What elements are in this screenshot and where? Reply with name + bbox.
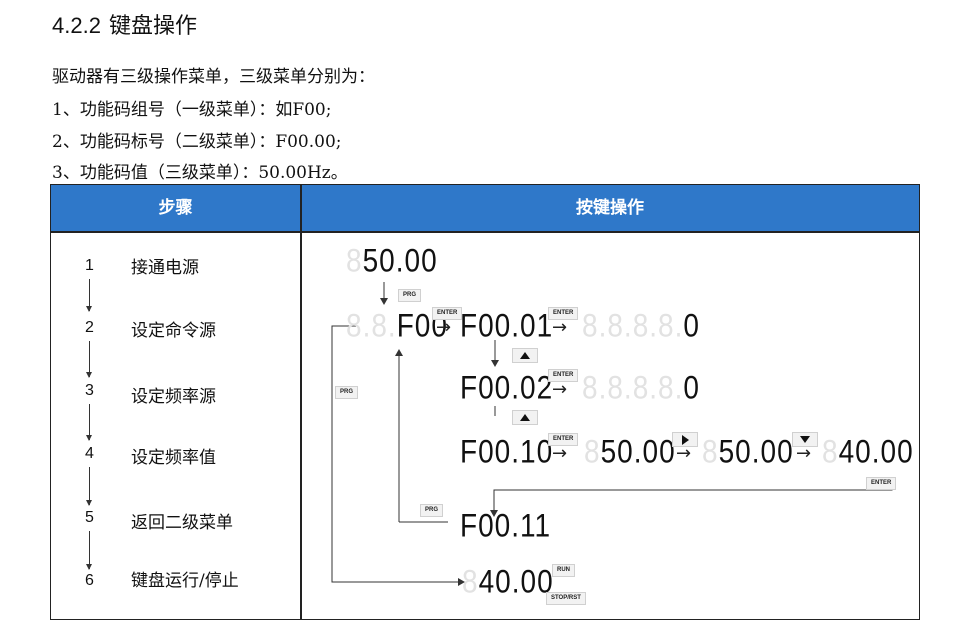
step-arrow (86, 341, 92, 378)
right-arrow: → (796, 443, 812, 464)
right-arrow: → (552, 379, 568, 400)
step-arrow (86, 404, 92, 441)
step-label: 设定频率值 (131, 448, 216, 468)
section-heading: 4.2.2 键盘操作 (52, 8, 197, 40)
display-f00-01: F00.01 (460, 307, 554, 344)
step-label: 键盘运行/停止 (131, 571, 239, 591)
display-f00-11: F00.11 (460, 507, 552, 544)
display-value-50: 850.00 (584, 433, 676, 470)
intro-paragraph: 驱动器有三级操作菜单，三级菜单分别为： (52, 67, 375, 87)
display-value-50-shift: 850.00 (702, 433, 794, 470)
header-divider (51, 231, 919, 233)
display-value-0: 8.8.8.8.0 (582, 307, 700, 344)
step-label: 接通电源 (131, 258, 199, 278)
enter-key[interactable]: ENTER (866, 477, 897, 490)
section-title: 键盘操作 (108, 14, 197, 39)
down-arrow-key[interactable] (792, 432, 818, 447)
stop-rst-key[interactable]: STOP/RST (546, 592, 586, 605)
enter-key[interactable]: ENTER (548, 433, 579, 446)
step-label: 设定频率源 (131, 387, 216, 407)
right-arrow: → (436, 317, 452, 338)
display-value-40: 840.00 (822, 433, 914, 470)
menu-level-1: 1、功能码组号（一级菜单）：如F00; (52, 100, 332, 120)
menu-level-2: 2、功能码标号（二级菜单）：F00.00; (52, 132, 342, 152)
prg-key[interactable]: PRG (398, 289, 422, 302)
right-arrow: → (552, 317, 568, 338)
up-arrow-key[interactable] (512, 348, 538, 363)
step-arrow (86, 531, 92, 570)
step-number: 2 (85, 319, 94, 336)
enter-key[interactable]: ENTER (432, 307, 463, 320)
column-divider (300, 185, 302, 619)
prg-key[interactable]: PRG (420, 504, 444, 517)
display-f00-02: F00.02 (460, 369, 554, 406)
header-key-operation: 按键操作 (301, 185, 919, 231)
display-running-40: 840.00 (462, 563, 554, 600)
step-number: 4 (85, 445, 94, 462)
step-number: 6 (85, 572, 94, 589)
step-label: 返回二级菜单 (131, 513, 233, 533)
step-number: 1 (85, 257, 94, 274)
step-arrow (86, 279, 92, 312)
section-number: 4.2.2 (52, 13, 101, 38)
enter-key[interactable]: ENTER (548, 307, 579, 320)
step-arrow (86, 467, 92, 506)
run-key[interactable]: RUN (552, 564, 575, 577)
display-power-on: 850.00 (346, 242, 438, 279)
keypad-operation-table: 步骤 按键操作 1 接通电源 2 设定命令源 3 设定频率源 4 设定频率值 5… (50, 184, 920, 620)
enter-key[interactable]: ENTER (548, 369, 579, 382)
step-number: 5 (85, 509, 94, 526)
prg-key[interactable]: PRG (335, 386, 359, 399)
right-arrow: → (552, 443, 568, 464)
right-arrow-key[interactable] (672, 432, 698, 447)
header-steps: 步骤 (51, 185, 300, 231)
menu-level-3: 3、功能码值（三级菜单）：50.00Hz。 (52, 163, 348, 183)
display-value-0: 8.8.8.8.0 (582, 369, 700, 406)
up-arrow-key[interactable] (512, 410, 538, 425)
display-f00-10: F00.10 (460, 433, 554, 470)
step-number: 3 (85, 382, 94, 399)
step-label: 设定命令源 (131, 321, 216, 341)
right-arrow: → (676, 443, 692, 464)
